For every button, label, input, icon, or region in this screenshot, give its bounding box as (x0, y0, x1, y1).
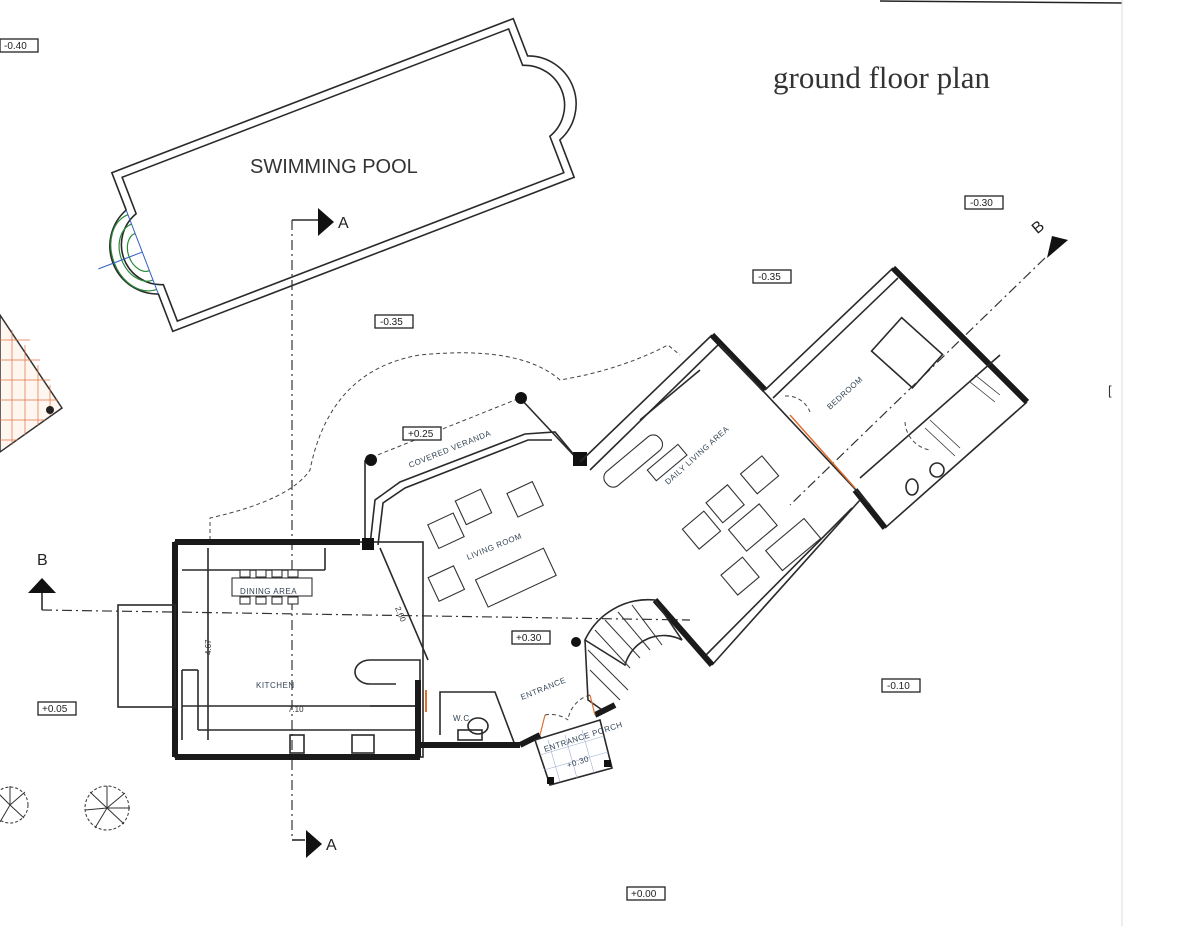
section-label-b-left: B (37, 552, 48, 569)
room-label-entrance: ENTRANCE (519, 676, 567, 702)
room-label-dining-area: DINING AREA (240, 587, 297, 596)
drawing-title: ground floor plan (773, 60, 990, 95)
svg-text:+0.25: +0.25 (408, 429, 434, 440)
level-tag: +0.25 (402, 426, 442, 441)
level-tag: -0.40 (0, 38, 39, 53)
terrace-outline (209, 344, 681, 540)
svg-text:-0.35: -0.35 (758, 272, 781, 283)
svg-text:+0.05: +0.05 (42, 704, 68, 715)
dimension-label: 7.10 (288, 705, 304, 714)
level-tag: -0.10 (881, 678, 921, 693)
pool-label: SWIMMING POOL (250, 156, 418, 178)
room-label-living-room: LIVING ROOM (465, 531, 523, 561)
level-tag: -0.35 (374, 314, 414, 329)
adjacent-building (0, 313, 64, 453)
swimming-pool (98, 17, 577, 333)
svg-text:-0.30: -0.30 (970, 198, 993, 209)
edge-mark: [ (1108, 383, 1112, 398)
dimension-label: 4.67 (204, 639, 213, 655)
room-label-porch-level: +0.30 (566, 754, 590, 770)
svg-text:+0.00: +0.00 (631, 889, 657, 900)
furniture (231, 434, 822, 608)
tree-icon (84, 785, 130, 831)
section-line-b-left (41, 609, 691, 621)
section-arrow-a-top (318, 208, 334, 236)
level-tag: -0.35 (752, 269, 792, 284)
room-label-wc: W.C. (453, 714, 472, 723)
level-tag: -0.30 (964, 195, 1004, 210)
svg-text:+0.30: +0.30 (516, 633, 542, 644)
level-tag: +0.00 (626, 886, 666, 901)
section-label-a-bottom: A (326, 837, 337, 854)
svg-text:-0.10: -0.10 (887, 681, 910, 692)
room-label-kitchen: KITCHEN (256, 681, 295, 690)
section-label-a-top: A (338, 215, 349, 232)
level-tags: -0.40 -0.30 -0.35 -0.35 +0.25 +0.30 -0.1… (0, 38, 1004, 901)
section-label-b-right: B (1029, 218, 1048, 238)
section-arrow-b-left (28, 578, 56, 593)
room-label-bedroom: BEDROOM (825, 375, 864, 412)
svg-text:-0.35: -0.35 (380, 317, 403, 328)
section-arrow-b-right (1047, 236, 1068, 258)
tree-icon (0, 786, 29, 824)
house-walls (117, 265, 1030, 786)
section-arrow-a-bottom (306, 830, 322, 858)
sheet-border (879, 0, 1123, 4)
svg-text:-0.40: -0.40 (4, 41, 27, 52)
level-tag: +0.05 (37, 701, 77, 716)
level-tag: +0.30 (511, 630, 551, 645)
